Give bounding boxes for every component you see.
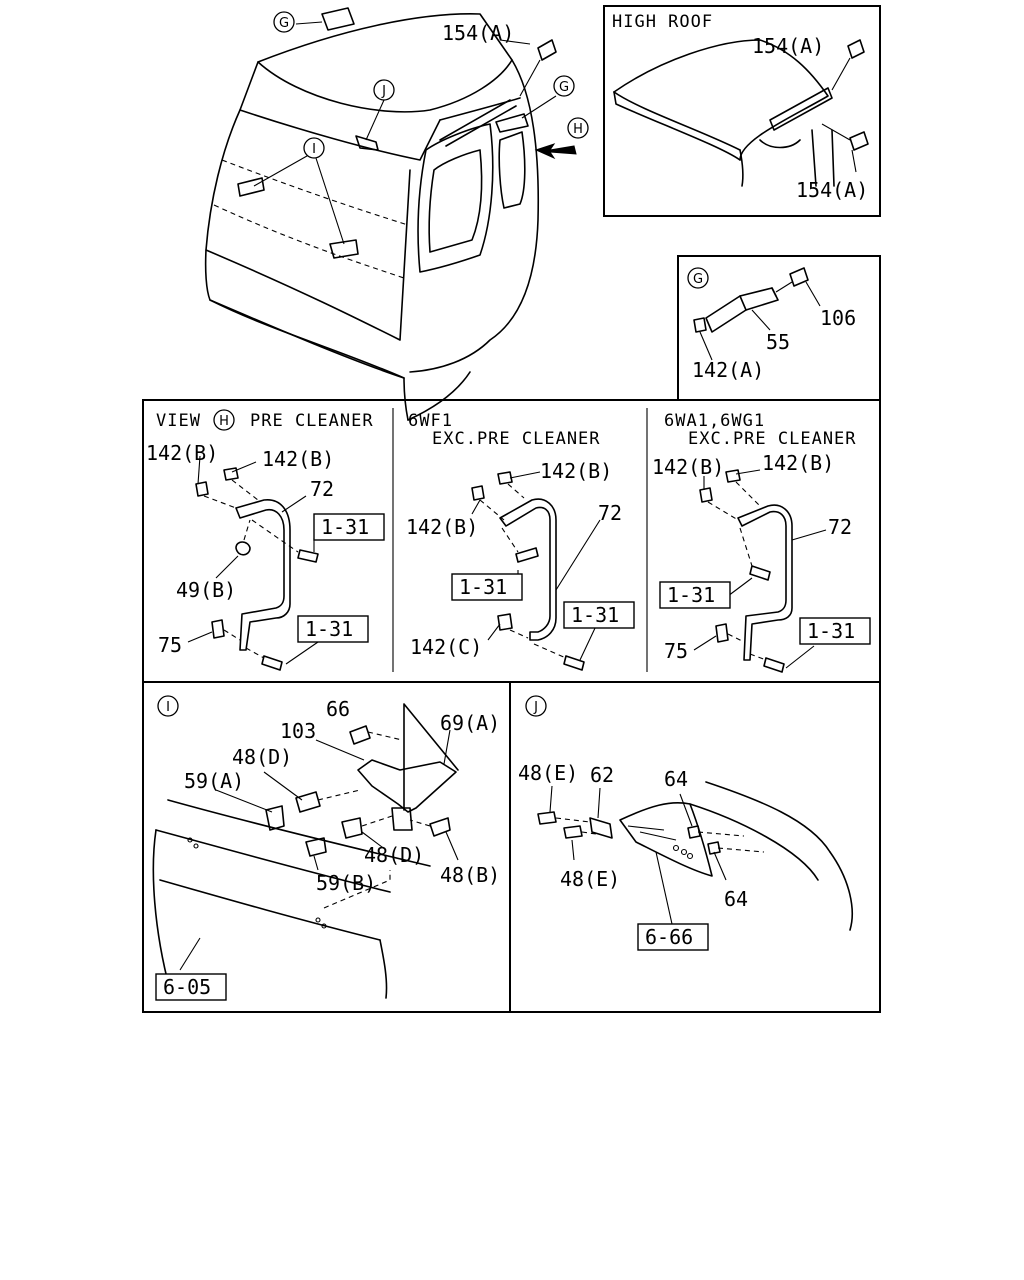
detail-i-part-59b: 59(B) (316, 871, 376, 895)
view-6wa1-title-1: 6WA1,6WG1 (664, 411, 765, 431)
detail-i-part-48b: 48(B) (440, 863, 500, 887)
svg-text:H: H (573, 122, 583, 137)
detail-j-part-48e-bottom: 48(E) (560, 867, 620, 891)
high-roof-drawing (613, 39, 869, 187)
view-6wf1-part-72: 72 (598, 501, 622, 525)
svg-text:H: H (219, 414, 229, 429)
detail-i-drawing (152, 703, 459, 999)
detail-j-ref-box (637, 923, 709, 951)
view-6wa1-ref-1: 1-31 (667, 583, 715, 607)
main-part-154a: 154(A) (442, 21, 514, 45)
high-roof-frame (603, 5, 881, 217)
view-h-drawing (187, 455, 319, 671)
detail-j-callout: J (525, 695, 547, 717)
view-6wa1-ref-box-1 (659, 581, 731, 609)
view-6wf1-title-1: 6WF1 (408, 411, 453, 431)
view-6wf1-ref-box-1 (451, 573, 523, 601)
svg-text:G: G (693, 272, 703, 287)
detail-i-part-66: 66 (326, 697, 350, 721)
view-6wa1-part-72: 72 (828, 515, 852, 539)
main-callout-g-top: G (273, 11, 295, 33)
detail-j-part-48e-top: 48(E) (518, 761, 578, 785)
main-callout-i: I (303, 137, 325, 159)
svg-text:J: J (533, 700, 538, 715)
detail-i-part-69a: 69(A) (440, 711, 500, 735)
high-roof-part-154a-top: 154(A) (752, 34, 824, 58)
view-h-ref-box-2 (297, 615, 369, 643)
svg-text:G: G (279, 16, 289, 31)
high-roof-title: HIGH ROOF (612, 12, 713, 32)
view-h-part-49b: 49(B) (176, 578, 236, 602)
svg-text:I: I (166, 700, 170, 715)
main-callout-j: J (373, 79, 395, 101)
main-callout-h: H (567, 117, 589, 139)
main-cab-view (204, 7, 577, 421)
detail-i-part-103: 103 (280, 719, 316, 743)
view-6wf1-drawing (471, 471, 601, 671)
view-6wa1-part-75: 75 (664, 639, 688, 663)
view-6wa1-drawing (693, 469, 827, 673)
main-callout-g-right: G (553, 75, 575, 97)
view-6wa1-part-142b-right: 142(B) (762, 451, 834, 475)
detail-g-part-106: 106 (820, 306, 856, 330)
detail-j-ref: 6-66 (645, 925, 693, 949)
detail-j-drawing (537, 781, 853, 931)
view-6wa1-ref-2: 1-31 (807, 619, 855, 643)
view-h-ref-box-1 (313, 513, 385, 541)
view-6wa1-ref-box-2 (799, 617, 871, 645)
detail-j-part-62: 62 (590, 763, 614, 787)
detail-g-callout: G (687, 267, 709, 289)
view-6wf1-part-142b-left: 142(B) (406, 515, 478, 539)
detail-g-part-55: 55 (766, 330, 790, 354)
view-6wf1-part-142b-top: 142(B) (540, 459, 612, 483)
view-6wf1-ref-box-2 (563, 601, 635, 629)
svg-text:J: J (381, 84, 386, 99)
bottom-row-frame (142, 681, 881, 1013)
view-h-view-word: VIEW (156, 411, 201, 431)
detail-i-part-48d-top: 48(D) (232, 745, 292, 769)
detail-g-drawing (693, 267, 821, 361)
svg-text:I: I (312, 142, 316, 157)
detail-i-ref: 6-05 (163, 975, 211, 999)
view-h-ref-2: 1-31 (305, 617, 353, 641)
view-h-part-72: 72 (310, 477, 334, 501)
detail-j-part-64-bottom: 64 (724, 887, 748, 911)
view-h-ref-1: 1-31 (321, 515, 369, 539)
view-h-callout: H (213, 409, 235, 431)
view-h-title: PRE CLEANER (250, 411, 374, 431)
view-6wf1-ref-1: 1-31 (459, 575, 507, 599)
view-h-part-142b-right: 142(B) (262, 447, 334, 471)
view-6wa1-part-142b-left: 142(B) (652, 455, 724, 479)
view-6wa1-title-2: EXC.PRE CLEANER (688, 429, 857, 449)
view-h-part-75: 75 (158, 633, 182, 657)
view-6wf1-part-142c: 142(C) (410, 635, 482, 659)
detail-j-part-64-top: 64 (664, 767, 688, 791)
svg-text:G: G (559, 80, 569, 95)
view-6wf1-title-2: EXC.PRE CLEANER (432, 429, 601, 449)
detail-i-part-59a: 59(A) (184, 769, 244, 793)
detail-i-callout: I (157, 695, 179, 717)
detail-i-ref-box (155, 973, 227, 1001)
view-h-part-142b-left: 142(B) (146, 441, 218, 465)
detail-g-part-142a: 142(A) (692, 358, 764, 382)
view-6wf1-ref-2: 1-31 (571, 603, 619, 627)
high-roof-part-154a-bottom: 154(A) (796, 178, 868, 202)
detail-i-part-48d-bottom: 48(D) (364, 843, 424, 867)
